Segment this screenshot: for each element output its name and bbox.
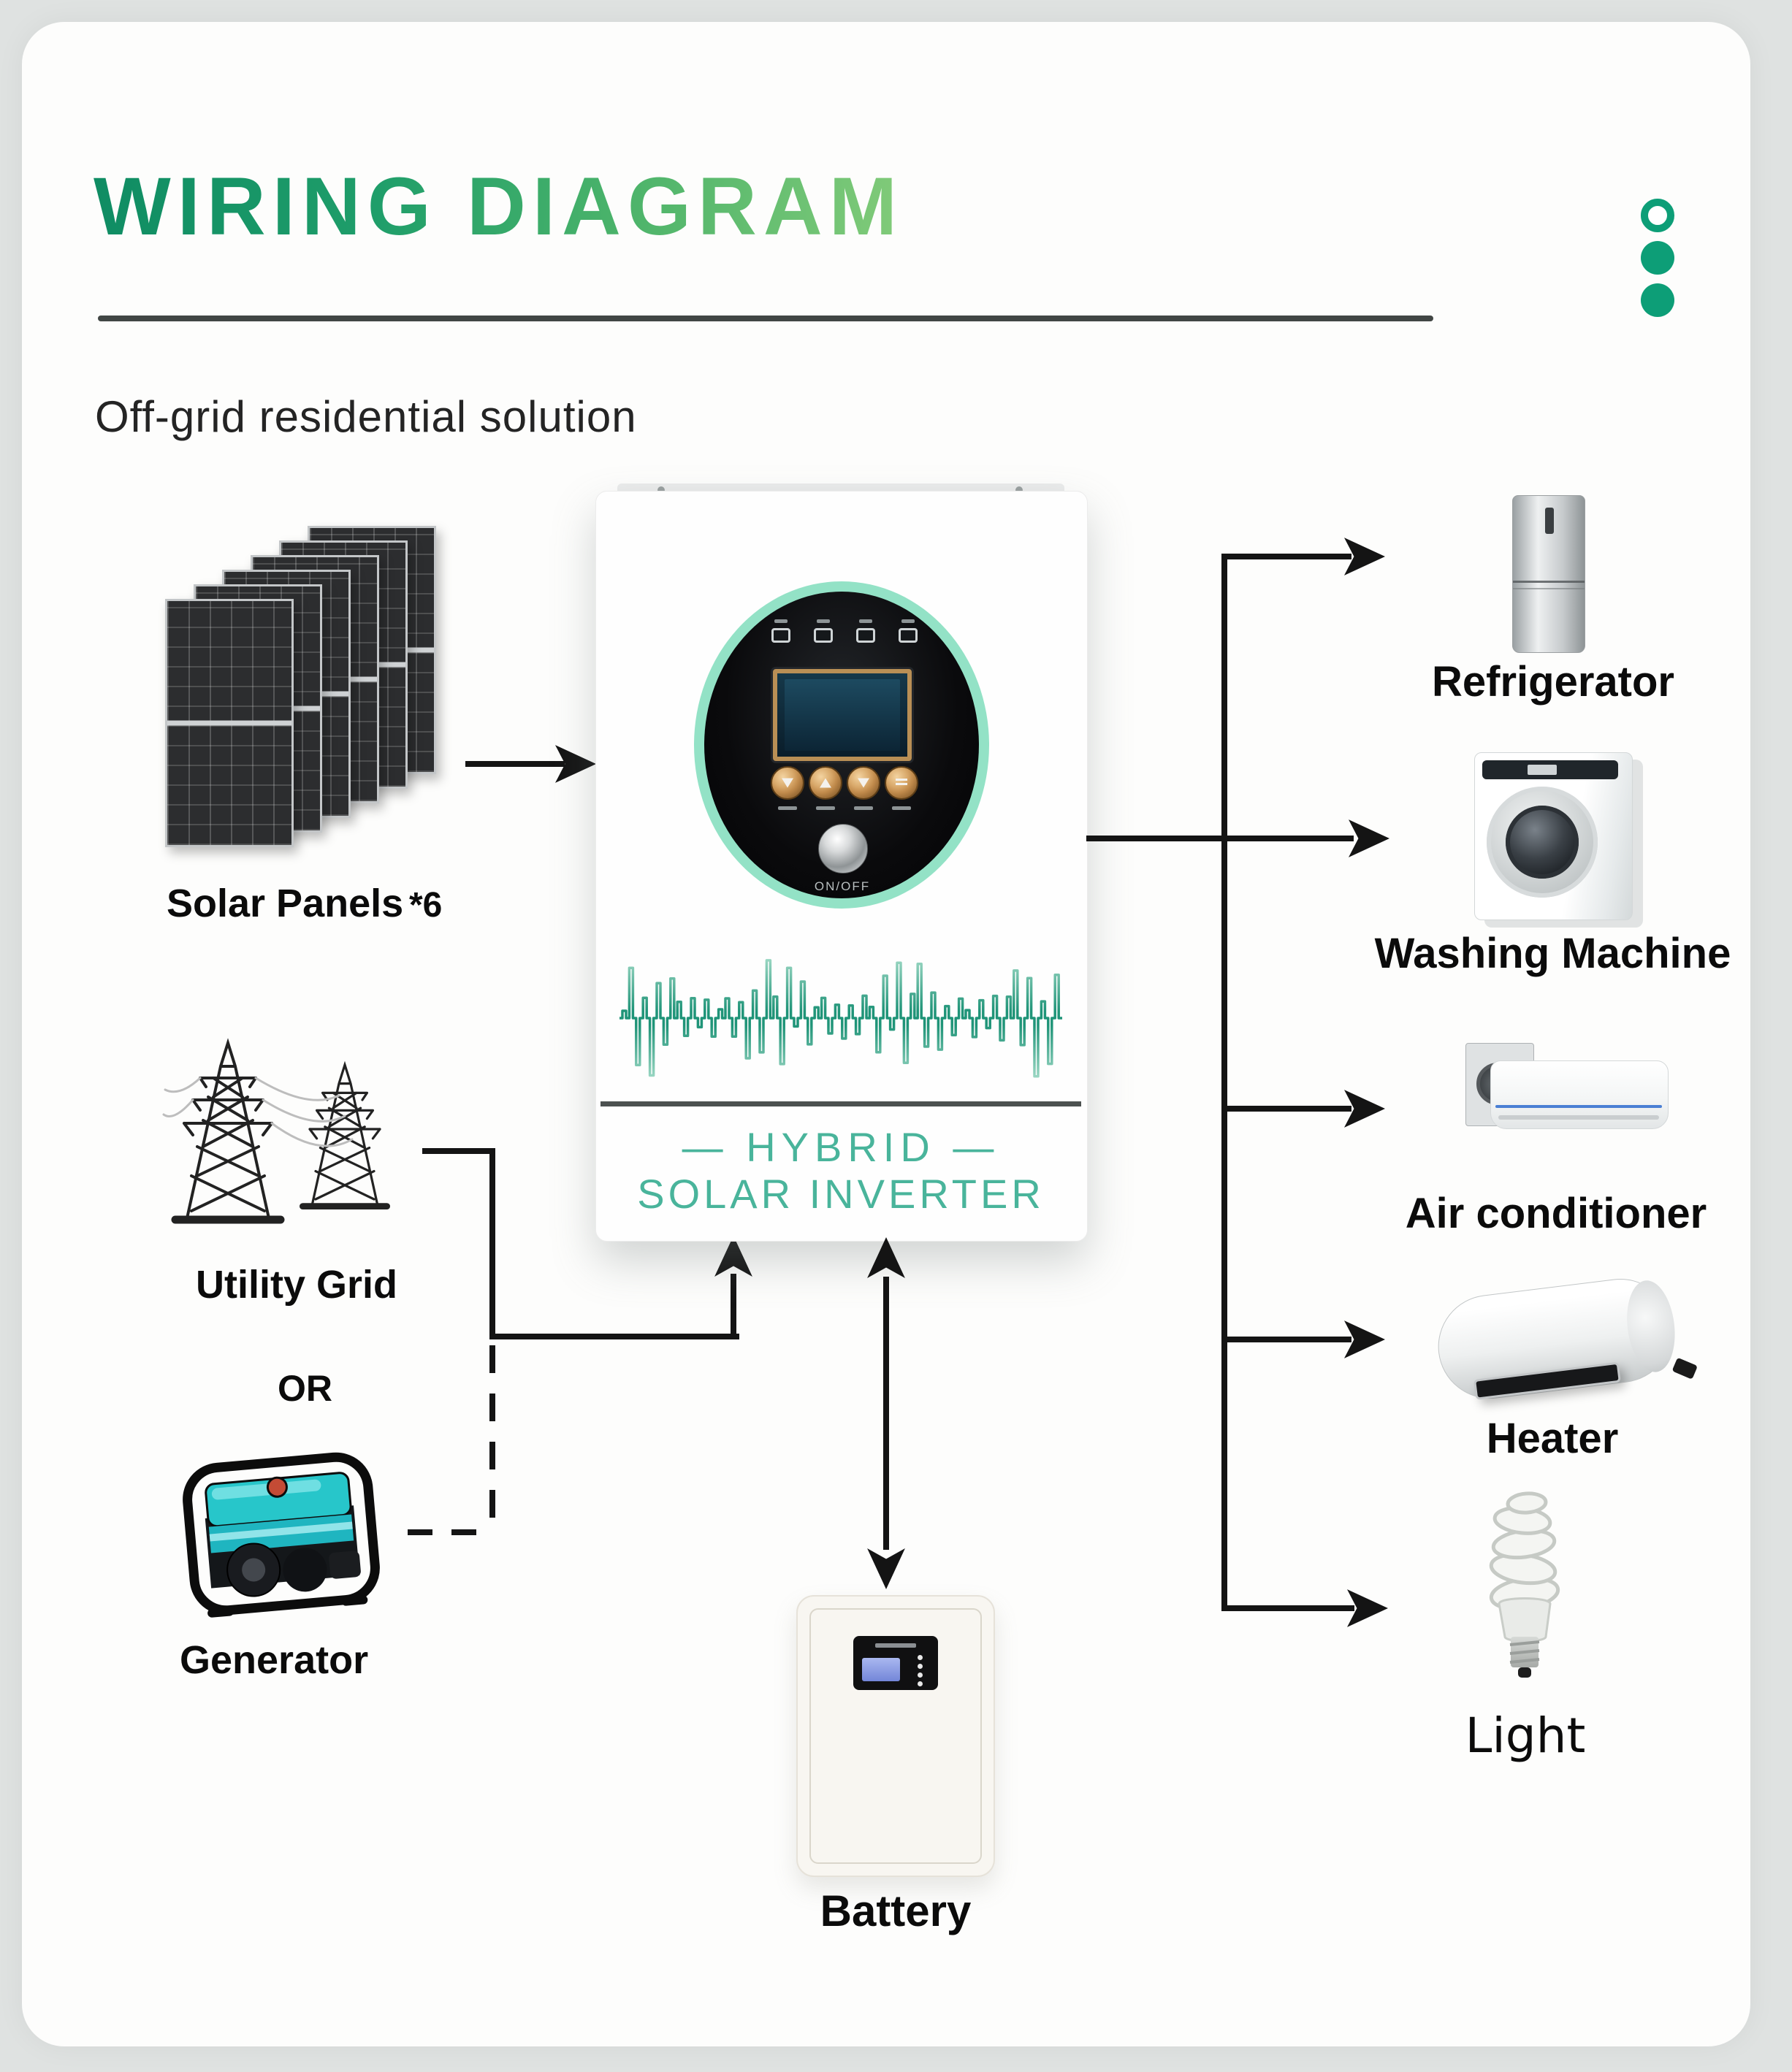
status-led-icon: [856, 628, 875, 643]
inverter-lcd-screen: [773, 669, 912, 761]
page-title: WIRING DIAGRAM: [94, 161, 904, 252]
connector-light: [1221, 1605, 1354, 1611]
refrigerator-icon: [1512, 495, 1585, 653]
inverter-name-line1: — HYBRID —: [682, 1124, 1000, 1170]
solar-panels-count: *6: [409, 886, 443, 925]
solar-panels-icon: [131, 504, 482, 902]
power-knob[interactable]: [818, 824, 868, 873]
enter-button[interactable]: [885, 766, 918, 800]
decorative-dots: [1641, 199, 1674, 317]
button-label: [816, 806, 835, 810]
filled-dot-icon: [1641, 283, 1674, 317]
connector-refrigerator: [1221, 554, 1351, 559]
connector-generator-dashed-h: [408, 1529, 495, 1535]
title-underline: [98, 316, 1433, 321]
air-conditioner-label: Air conditioner: [1405, 1190, 1707, 1237]
connector-heater: [1224, 1337, 1351, 1342]
connector-air-conditioner: [1224, 1106, 1351, 1112]
light-bulb-icon: [1489, 1491, 1560, 1678]
up-button[interactable]: [809, 766, 842, 800]
waveform-icon: [619, 959, 1062, 1078]
connector-solar-to-inverter: [465, 761, 565, 767]
generator-label: Generator: [180, 1638, 369, 1682]
back-button[interactable]: [771, 766, 804, 800]
on-off-label: ON/OFF: [814, 879, 871, 893]
screw-icon: [657, 486, 665, 494]
led-label: [859, 619, 872, 623]
inverter-name-line2: SOLAR INVERTER: [637, 1171, 1045, 1217]
down-button[interactable]: [847, 766, 880, 800]
status-led-icon: [814, 628, 833, 643]
button-label: [854, 806, 873, 810]
connector-inverter-battery: [883, 1277, 889, 1550]
solar-panels-label: Solar Panels: [167, 882, 404, 925]
generator-icon: [183, 1452, 380, 1618]
battery-control-panel: [853, 1636, 938, 1690]
refrigerator-label: Refrigerator: [1432, 658, 1674, 706]
air-conditioner-icon: [1490, 1060, 1669, 1129]
button-label: [778, 806, 797, 810]
led-label: [901, 619, 915, 623]
filled-dot-icon: [1641, 241, 1674, 275]
or-label: OR: [278, 1368, 332, 1409]
hollow-dot-icon: [1641, 199, 1674, 232]
button-label: [892, 806, 911, 810]
light-label: Light: [1465, 1708, 1586, 1764]
washing-machine-label: Washing Machine: [1374, 930, 1731, 977]
inverter-divider: [600, 1101, 1081, 1106]
connector-loads-trunk: [1221, 554, 1227, 1611]
connector-generator-dashed-v: [489, 1345, 495, 1532]
utility-grid-label: Utility Grid: [196, 1263, 398, 1307]
battery-label: Battery: [820, 1886, 972, 1935]
connector-inverter-to-loads: [1086, 836, 1354, 841]
led-label: [817, 619, 830, 623]
connector-grid-to-inverter: [489, 1334, 739, 1339]
status-led-icon: [771, 628, 790, 643]
page-subtitle: Off-grid residential solution: [95, 392, 637, 441]
heater-label: Heater: [1486, 1415, 1619, 1462]
status-led-icon: [899, 628, 918, 643]
connector-grid-up: [731, 1274, 736, 1339]
led-label: [774, 619, 788, 623]
screw-icon: [1015, 486, 1023, 494]
battery-icon: [796, 1595, 995, 1877]
washing-machine-icon: [1474, 752, 1633, 920]
connector-grid-h: [422, 1148, 495, 1154]
utility-grid-icon: [162, 1038, 391, 1224]
connector-grid-v: [489, 1148, 495, 1339]
